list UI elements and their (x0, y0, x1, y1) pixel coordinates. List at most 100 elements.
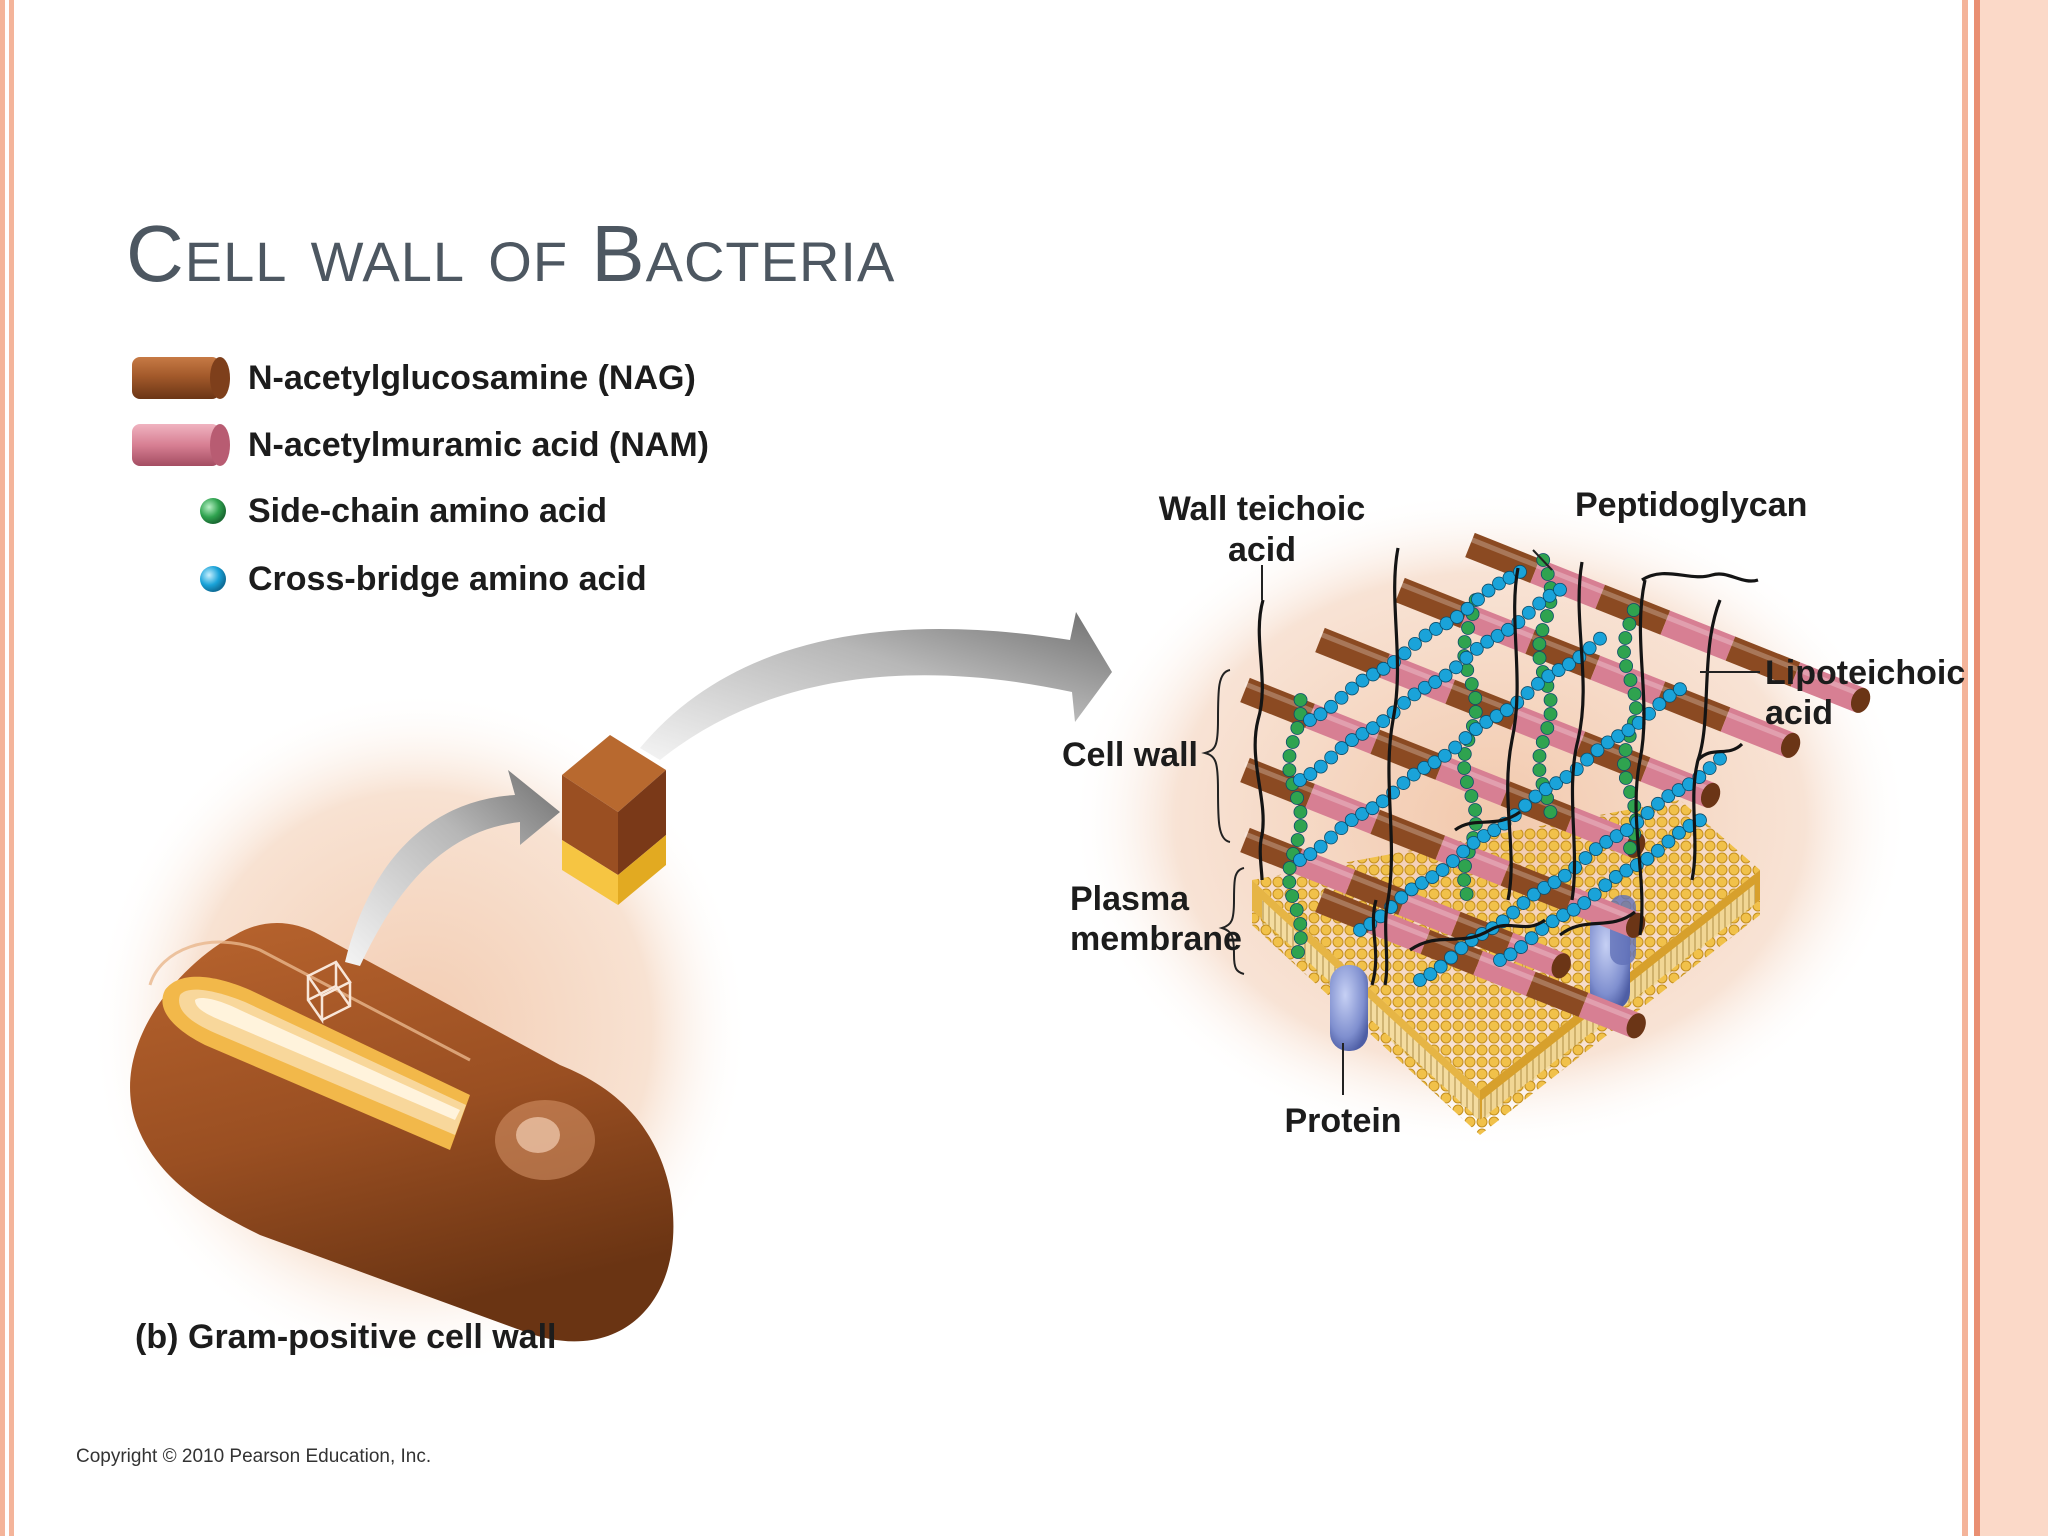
cross-bridge-bead (1396, 776, 1411, 790)
cross-bridge-bead (1324, 699, 1338, 714)
side-chain-bead (1293, 693, 1308, 707)
side-chain-bead (1289, 903, 1304, 917)
cross-bridge-bead (1437, 748, 1452, 763)
glycan-strand (1315, 887, 1646, 1039)
nag-segment (1370, 809, 1446, 860)
side-chain-bead (1622, 617, 1637, 631)
side-chain-bead (1543, 693, 1558, 707)
cross-bridge-bead (1423, 967, 1438, 981)
cross-bridge-bead (1619, 823, 1634, 838)
nag-segment (1500, 781, 1576, 832)
nam-segment (1292, 848, 1356, 895)
peptide-cross-bridges (1282, 553, 1727, 987)
cross-bridge-bead (1334, 821, 1349, 836)
cross-bridge-bead (1439, 616, 1454, 631)
side-chain-bead (1468, 803, 1483, 817)
cross-bridge-bead (1492, 576, 1506, 591)
legend-label-nam: N-acetylmuramic acid (NAM) (248, 426, 709, 464)
side-chain-bead (1293, 819, 1308, 833)
cross-bridge-bead (1344, 813, 1359, 828)
side-chain-bead (1282, 861, 1297, 875)
side-chain-bead (1629, 701, 1643, 715)
cross-bridge-bead (1313, 839, 1328, 854)
side-chain-bead (1282, 763, 1297, 777)
copyright-notice: Copyright © 2010 Pearson Education, Inc. (76, 1446, 431, 1467)
nag-cylinder-icon (132, 357, 230, 399)
side-chain-bead (1285, 889, 1300, 903)
blue-bead-icon (200, 566, 226, 592)
cross-bridge-bead (1450, 610, 1464, 624)
cross-bridge-bead (1397, 646, 1412, 661)
side-chain-bead (1290, 791, 1304, 805)
side-chain-bead (1532, 651, 1547, 665)
cross-bridge-bead (1713, 751, 1727, 766)
slide-frame-right (1956, 0, 2048, 1536)
cross-bridge-bead (1545, 914, 1560, 929)
side-chain-bead (1543, 805, 1558, 819)
side-chain-bead (1532, 749, 1547, 763)
cross-bridge-bead (1577, 896, 1592, 910)
cross-bridge-bead (1524, 931, 1539, 946)
callout-lines (1201, 549, 1760, 1095)
side-chain-bead (1464, 677, 1479, 691)
nam-segment (1660, 610, 1736, 661)
nam-segment (1398, 890, 1461, 936)
side-chain-bead (1457, 873, 1472, 887)
side-chain-bead (1618, 771, 1633, 785)
cross-bridge-bead (1541, 669, 1556, 684)
cross-bridge-bead (1671, 783, 1686, 797)
cross-bridge-bead (1526, 887, 1541, 902)
nam-segment (1720, 707, 1796, 758)
side-chain-bead (1282, 875, 1297, 889)
cross-bridge-bead (1404, 882, 1419, 897)
legend-label-nag: N-acetylglucosamine (NAG) (248, 359, 696, 397)
cross-bridge-bead (1448, 740, 1463, 755)
cross-bridge-bead (1355, 726, 1370, 741)
side-chain-bead (1627, 687, 1642, 701)
legend-label-cross-bridge: Cross-bridge amino acid (248, 560, 647, 598)
side-chain-bead (1627, 799, 1642, 813)
cross-bridge-bead (1621, 723, 1636, 738)
cross-bridge-bead (1376, 661, 1391, 676)
side-chain-bead (1535, 623, 1550, 637)
side-chain-bead (1282, 749, 1297, 763)
label-cell-wall: Cell wall (1062, 736, 1198, 774)
side-chain-bead (1532, 763, 1547, 777)
cross-bridge-bead (1609, 829, 1624, 844)
cross-bridge-bead (1303, 713, 1317, 727)
glycan-strands (1240, 532, 1871, 1039)
label-plasma-membrane-line2: membrane (1070, 920, 1242, 958)
side-chain-bead (1293, 931, 1308, 945)
cross-bridge-bead (1425, 870, 1440, 885)
cross-bridge-bead (1407, 687, 1422, 702)
cross-bridge-bead (1593, 631, 1607, 646)
side-chain-bead (1464, 789, 1479, 803)
side-chain-bead (1543, 707, 1558, 721)
cross-bridge-bead (1427, 755, 1442, 770)
side-chain-bead (1458, 859, 1472, 873)
cross-bridge-bead (1611, 729, 1625, 744)
side-chain-bead (1623, 673, 1638, 687)
cross-bridge-bead (1514, 940, 1528, 954)
cross-bridge-bead (1366, 667, 1380, 682)
cross-bridge-bead (1345, 681, 1359, 696)
side-chain-bead (1617, 645, 1631, 659)
nag-segment (1725, 636, 1801, 687)
cross-bridge-bead (1528, 789, 1543, 804)
cross-bridge-bead (1303, 847, 1318, 861)
cross-bridge-bead (1375, 794, 1390, 809)
slide-frame-left (0, 0, 14, 1536)
cross-bridge-bead (1640, 806, 1655, 820)
cross-bridge-bead (1468, 722, 1483, 737)
cross-bridge-bead (1458, 731, 1473, 745)
legend: N-acetylglucosamine (NAG) N-acetylmurami… (132, 357, 709, 598)
cross-bridge-bead (1521, 605, 1536, 620)
cross-bridge-bead (1444, 950, 1458, 965)
cross-bridge-bead (1652, 697, 1667, 712)
side-chain-bead (1623, 841, 1637, 855)
nag-segment (1315, 627, 1390, 678)
cross-bridge-bead (1469, 641, 1484, 656)
nag-segment (1525, 971, 1589, 1017)
nam-segment (1435, 835, 1511, 886)
side-chain-bead (1460, 775, 1474, 789)
